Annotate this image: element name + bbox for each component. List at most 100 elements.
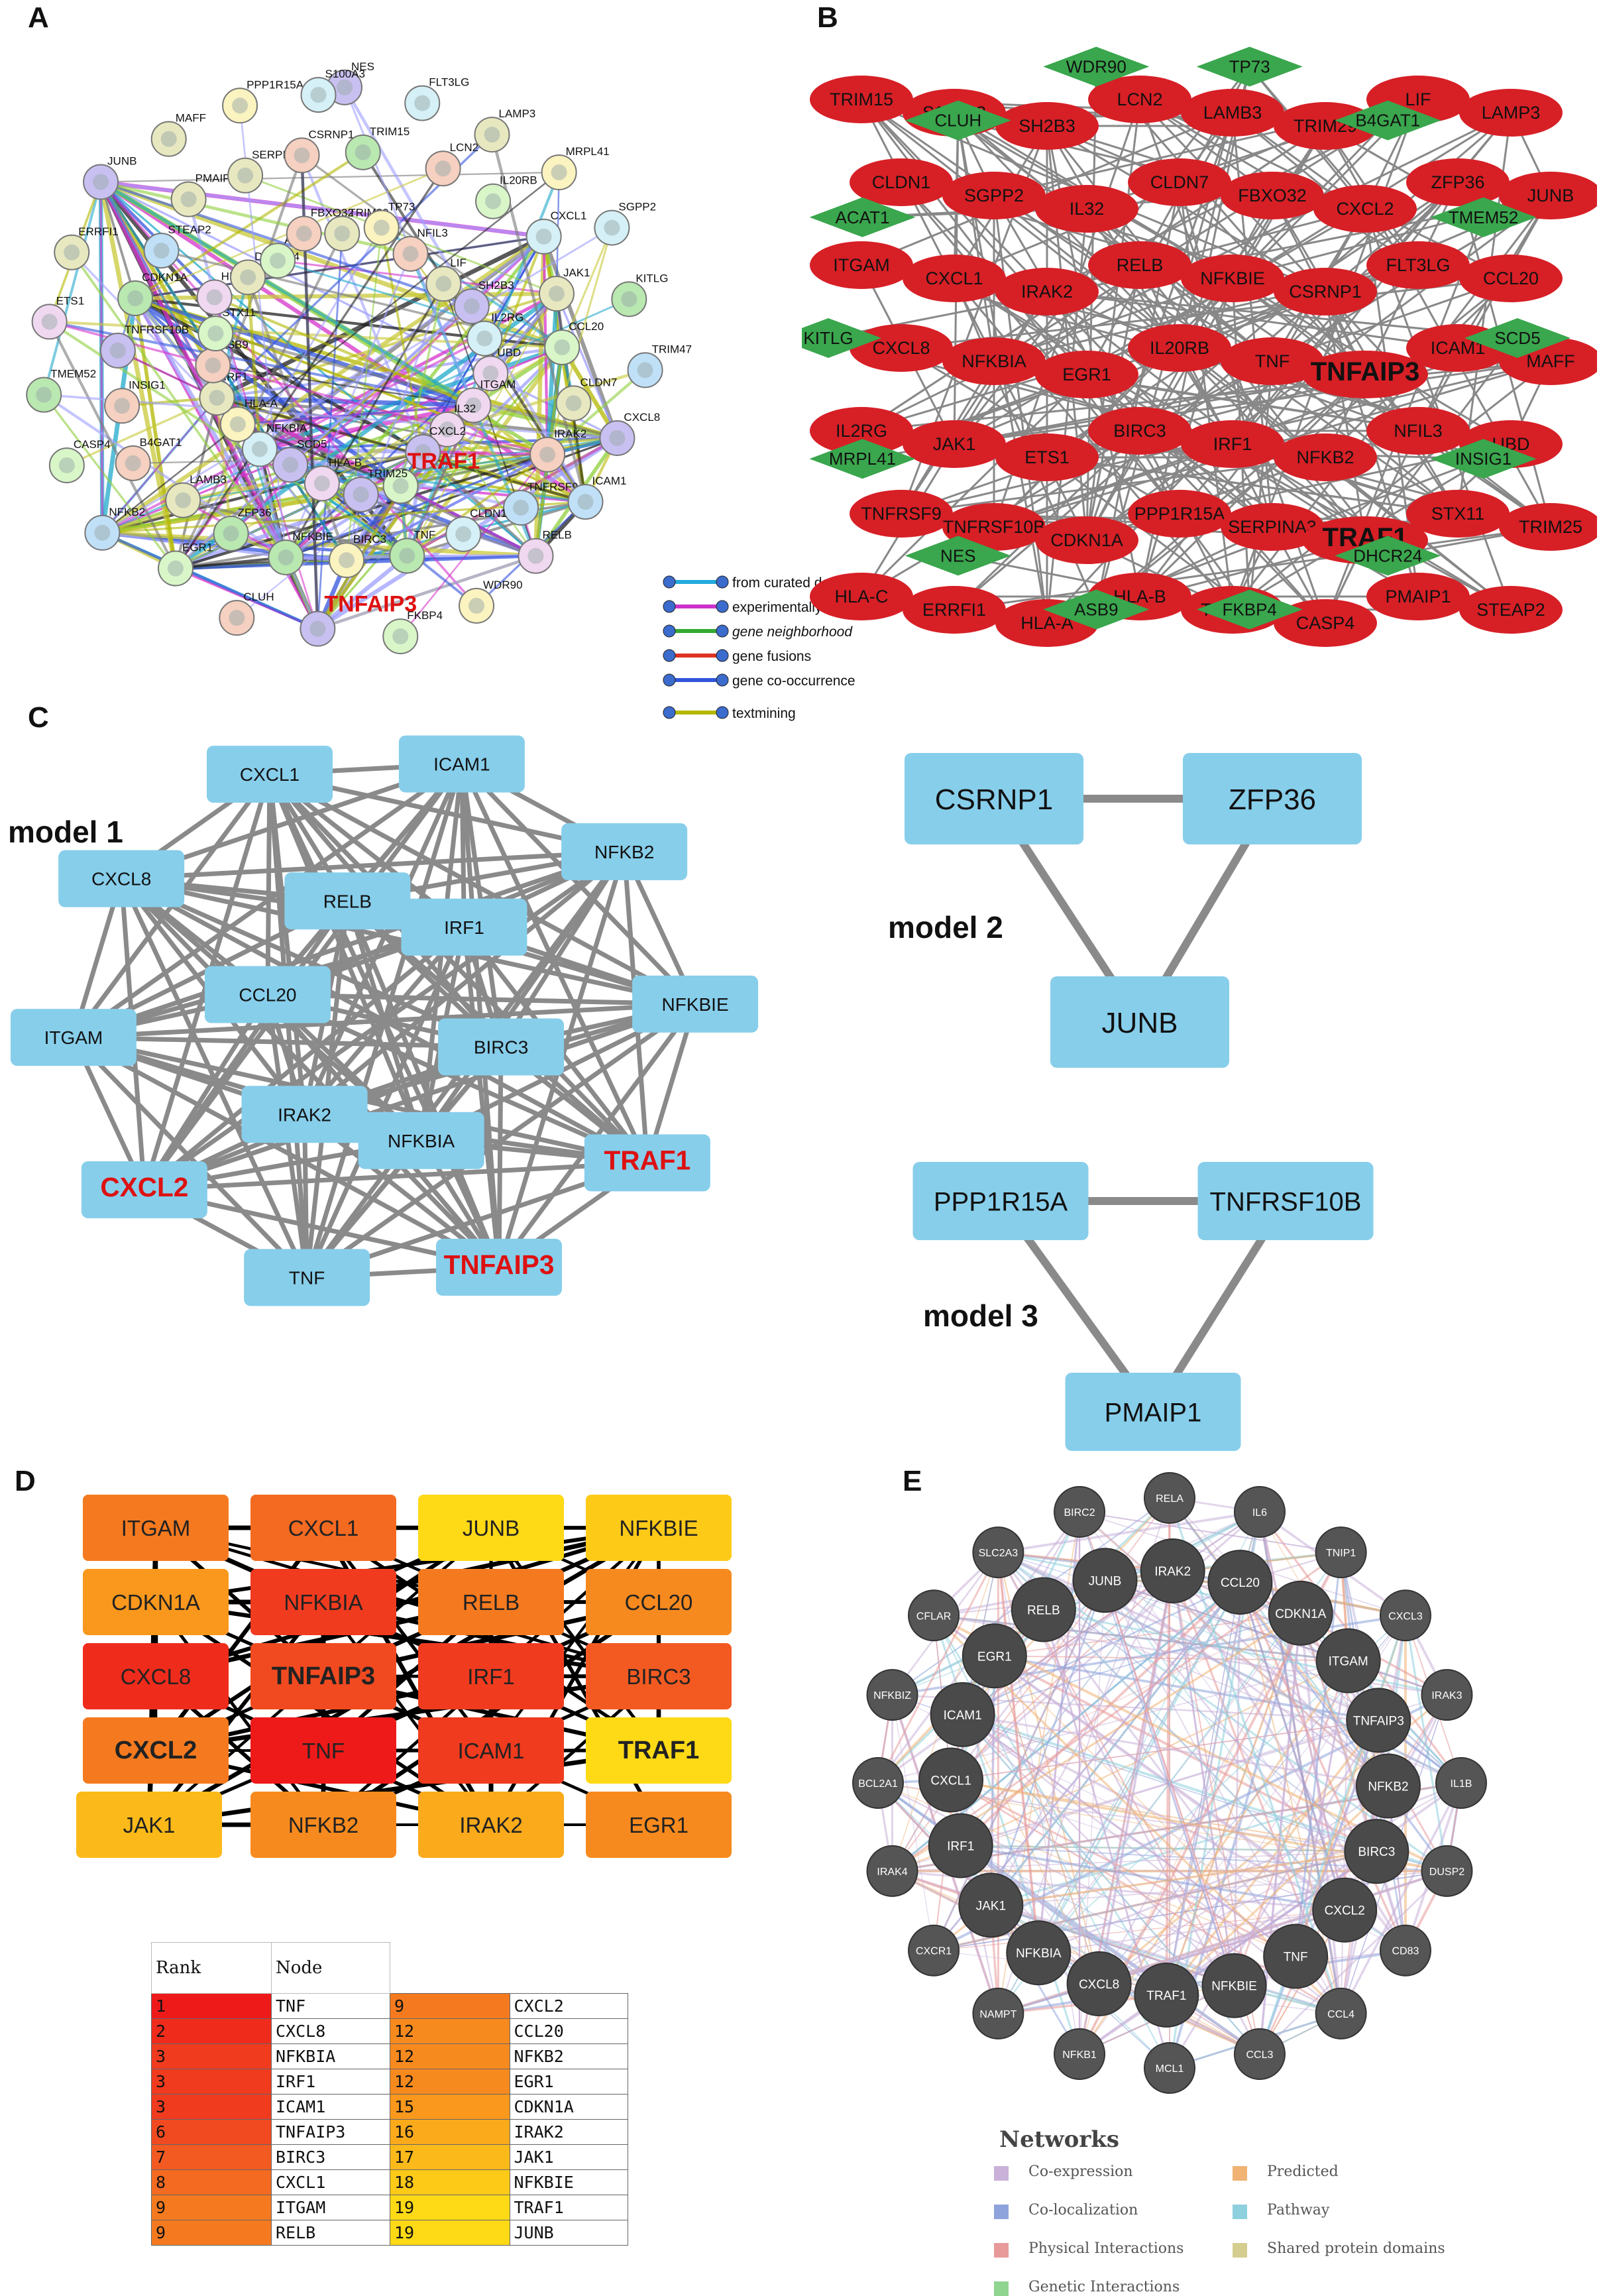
cy-node-label: FBXO32 [1238,186,1307,205]
string-node-cxcl1: CXCL1 [525,209,587,255]
cy-node-asb9: ASB9 [1043,589,1150,630]
string-node-trim15: TRIM15 [345,125,410,170]
gm-node-label: NFKBIZ [873,1690,911,1701]
gm-node-label: IRAK3 [1431,1690,1462,1701]
gm-node-nampt: NAMPT [972,1987,1024,2039]
string-node-label: FLT3LG [429,76,469,89]
cy-node-label: KITLG [803,328,853,348]
gm-node-mcl1: MCL1 [1144,2042,1195,2094]
legend-swatch [1233,2166,1247,2181]
string-node-ccl20: CCL20 [544,320,604,365]
hub-node-irak2: IRAK2 [418,1792,564,1858]
hub-node-birc3: BIRC3 [586,1643,732,1709]
string-node-label: TNFRSF10B [125,323,189,336]
string-node-maff: MAFF [150,112,206,157]
gm-node-label: CD83 [1392,1946,1419,1957]
string-node-label: LAMP3 [498,107,535,120]
cy-node-itgam: ITGAM [810,241,913,289]
string-node-label: HLA-A [245,397,278,410]
string-node-jak1: JAK1 [538,266,590,312]
node-cell: CCL20 [509,2018,628,2044]
cy-node-irf1: IRF1 [1181,420,1284,468]
gm-node-label: IRF1 [947,1840,974,1854]
gm-node-label: TNF [1284,1951,1308,1965]
cy-node-csrnp1: CSRNP1 [1274,268,1377,316]
string-node-birc3: BIRC3 [329,533,386,579]
string-node-label: S100A3 [325,68,366,80]
string-node-irf1: IRF1 [199,371,248,416]
string-node-egr1: EGR1 [157,542,213,587]
cy-node-cxcl8: CXCL8 [850,324,953,372]
string-node-label: NFKBIE [292,530,333,543]
gm-node-label: NFKB2 [1368,1780,1408,1794]
rank-cell: 19 [390,2195,510,2220]
gm-node-icam1: ICAM1 [930,1682,995,1747]
hub-node-label: IRF1 [467,1664,515,1689]
cy-node-jak1: JAK1 [903,420,1006,468]
cy-node-label: FKBP4 [1223,599,1277,619]
string-node-irak2: IRAK2 [529,428,586,473]
panel-a-string-network: NESLCN2LIFFLT3LGIL20RBSH2B3LAMP3CXCL1IL2… [26,60,895,721]
hub-node-label: NFKBIE [619,1516,698,1540]
cy-node-flt3lg: FLT3LG [1366,241,1470,289]
gm-node-label: JUNB [1089,1574,1122,1588]
hub-node-tnf: TNF [250,1717,396,1784]
string-node-errfi1: ERRFI1 [54,225,119,270]
model-node-label: NFKB2 [594,842,654,862]
rank-cell: 1 [151,1993,272,2019]
rank-cell: 3 [151,2069,272,2095]
cy-node-label: CXCL2 [1336,199,1394,219]
gm-node-label: NFKBIA [1016,1947,1062,1961]
cy-node-label: LAMB3 [1203,103,1262,123]
gm-node-label: RELA [1156,1493,1184,1505]
model-node-junb: JUNB [1050,976,1229,1068]
string-node-label: PMAIP1 [195,172,237,185]
string-node-label: LIF [450,257,467,269]
model-node-csrnp1: CSRNP1 [905,753,1083,844]
cy-node-trim29: TRIM29 [1274,102,1377,150]
cy-node-label: TNFRSF10B [943,517,1046,537]
hub-node-cdkn1a: CDKN1A [83,1569,229,1635]
string-node-lif: LIF [425,257,467,302]
cy-node-trim25: TRIM25 [1499,503,1597,551]
string-node-label: RELB [542,529,571,542]
gm-node-label: MCL1 [1156,2063,1184,2075]
cy-node-label: SH2B3 [1019,116,1075,136]
string-node-label: HLA-B [329,456,362,469]
model-node-pmaip1: PMAIP1 [1065,1373,1241,1451]
cy-node-kitlg: KITLG [802,318,881,358]
gm-node-label: CFLAR [916,1611,951,1622]
gm-node-egr1: EGR1 [962,1623,1027,1689]
string-node-cxcl8: CXCL8 [599,411,660,456]
model-node-label: TRAF1 [604,1145,690,1175]
hub-node-itgam: ITGAM [83,1495,229,1561]
hub-node-label: CXCL8 [121,1664,191,1689]
string-node-label: CLUH [243,591,274,603]
cy-node-junb: JUNB [1499,172,1597,219]
string-node-traf1: TRAF1 [382,449,480,504]
model1-label: model 1 [8,815,123,849]
model-node-label: BIRC3 [474,1037,528,1058]
gm-node-irf1: IRF1 [928,1813,993,1878]
cy-node-label: CXCL8 [872,338,930,358]
rank-cell: 9 [151,2220,272,2246]
string-node-label: IL2RG [491,312,524,324]
gm-node-label: TNIP1 [1326,1548,1356,1559]
model-node-label: NFKBIA [388,1131,455,1151]
string-node-cldn7: CLDN7 [555,376,617,422]
hub-node-label: TNF [302,1739,345,1763]
string-node-steap2: STEAP2 [143,223,211,269]
string-node-tnfrsf10b: TNFRSF10B [99,323,189,369]
legend-item: Shared protein domains [1267,2240,1445,2257]
string-node-label: CXCL1 [551,209,587,222]
string-node-label: STEAP2 [168,223,211,236]
gm-node-cxcl3: CXCL3 [1379,1589,1431,1642]
cy-node-trim15: TRIM15 [810,76,913,123]
panel-label-b: B [817,1,838,34]
cy-node-label: ETS1 [1024,447,1070,467]
rank-cell: 15 [390,2094,510,2120]
cy-node-irak2: IRAK2 [995,268,1099,316]
